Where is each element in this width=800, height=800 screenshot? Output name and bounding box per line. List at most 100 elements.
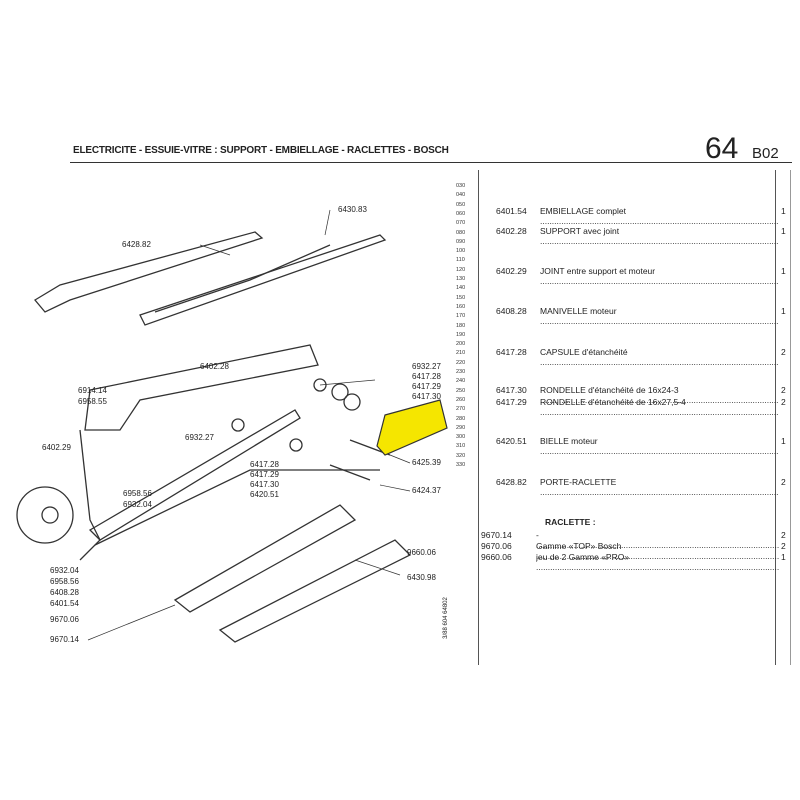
part-ref: 6402.29	[496, 266, 527, 276]
scale-tick: 210	[456, 350, 466, 357]
scale-tick: 300	[456, 434, 466, 441]
scale-tick: 230	[456, 369, 466, 375]
scale-tick: 070	[456, 220, 466, 227]
callout-label: 6424.37	[412, 486, 441, 495]
part-desc: RONDELLE d'étanchéité de 16x24-3	[540, 386, 779, 405]
scale-tick: 030	[456, 183, 466, 189]
table-left-border	[478, 170, 479, 665]
part-qty: 2	[781, 477, 786, 487]
callout-label: 9670.14	[50, 635, 79, 644]
part-desc: BIELLE moteur	[540, 437, 779, 456]
scale-tick: 240	[456, 378, 466, 385]
part-ref: 6402.28	[496, 226, 527, 236]
callout-label: 6401.54	[50, 599, 79, 608]
part-qty: 1	[781, 206, 786, 216]
scale-tick: 120	[456, 266, 466, 273]
scale-tick: 130	[456, 276, 466, 282]
callout-label: 6408.28	[50, 588, 79, 597]
part-ref: 6417.29	[496, 397, 527, 407]
callout-label: 6402.28	[200, 362, 229, 371]
scale-tick: 180	[456, 322, 466, 329]
part-ref: 6417.28	[496, 347, 527, 357]
part-desc: SUPPORT avec joint	[540, 227, 779, 246]
page-section: B02	[752, 145, 779, 162]
callout-label: 6430.83	[338, 205, 367, 214]
scale-tick: 330	[456, 462, 466, 468]
support-drawing	[84, 344, 319, 431]
callout-label: 9660.06	[407, 548, 436, 557]
raclette-row: 9660.06 jeu de 2 Gamme «PRO»	[481, 552, 779, 572]
part-desc: EMBIELLAGE complet	[540, 207, 779, 226]
part-qty: 2	[781, 541, 786, 551]
part-qty: 1	[781, 266, 786, 276]
wiper-blade-drawing	[139, 234, 387, 326]
part-ref: 6401.54	[496, 206, 527, 216]
callout-label: 6932.04	[50, 566, 79, 575]
callout-label: 6932.04	[123, 500, 152, 509]
part-qty: 1	[781, 226, 786, 236]
callout-label: 6914.14	[78, 386, 107, 395]
part-desc: MANIVELLE moteur	[540, 307, 779, 326]
highlighted-crank-part	[376, 399, 448, 456]
part-desc: RONDELLE d'étanchéité de 16x27,5-4	[540, 398, 779, 417]
raclette-heading: RACLETTE :	[545, 517, 596, 527]
scale-tick: 170	[456, 313, 466, 320]
part-desc: jeu de 2 Gamme «PRO»	[536, 553, 779, 572]
scale-tick: 220	[456, 359, 466, 366]
part-row: 6402.29 JOINT entre support et moteur	[496, 266, 779, 286]
scale-tick: 140	[456, 285, 466, 292]
page-title: ELECTRICITE - ESSUIE-VITRE : SUPPORT - E…	[73, 145, 449, 156]
part-row: 6402.28 SUPPORT avec joint	[496, 226, 779, 246]
callout-label: 6417.28	[250, 460, 279, 469]
scale-tick: 100	[456, 248, 466, 255]
raclette-row: 9670.06 Gamme «TOP» Bosch	[481, 541, 779, 561]
callout-label: 9670.06	[50, 615, 79, 624]
callout-label: 6958.56	[50, 577, 79, 586]
scale-tick: 090	[456, 238, 466, 245]
part-ref: 9670.06	[481, 541, 512, 551]
scale-tick: 050	[456, 201, 466, 208]
blade-package-2	[218, 539, 412, 643]
part-ref: 9670.14	[481, 530, 512, 540]
scale-tick: 110	[456, 257, 465, 264]
callout-label: 6425.39	[412, 458, 441, 467]
blade-package-1	[173, 504, 357, 613]
callout-label: 6958.55	[78, 397, 107, 406]
scale-tick: 040	[456, 192, 466, 199]
part-ref: 6417.30	[496, 385, 527, 395]
scale-tick: 270	[456, 406, 466, 413]
scale-tick: 290	[456, 424, 466, 431]
qty-column-border	[775, 170, 776, 665]
part-qty: 2	[781, 530, 786, 540]
part-desc: Gamme «TOP» Bosch	[536, 542, 779, 561]
part-qty: 1	[781, 306, 786, 316]
part-ref: 9660.06	[481, 552, 512, 562]
motor-drawing	[16, 486, 74, 544]
part-qty: 2	[781, 347, 786, 357]
part-desc: -	[536, 531, 779, 550]
part-qty: 2	[781, 397, 786, 407]
scale-tick: 260	[456, 396, 466, 403]
scale-tick: 280	[456, 415, 466, 422]
scale-tick: 160	[456, 303, 466, 310]
part-desc: PORTE-RACLETTE	[540, 478, 779, 497]
part-desc: JOINT entre support et moteur	[540, 267, 779, 286]
callout-label: 6428.82	[122, 240, 151, 249]
part-row: 6417.29 RONDELLE d'étanchéité de 16x27,5-…	[496, 397, 779, 417]
header-divider	[70, 162, 792, 163]
scale-tick: 320	[456, 452, 466, 459]
part-row: 6417.30 RONDELLE d'étanchéité de 16x24-3	[496, 385, 779, 405]
part-qty: 1	[781, 436, 786, 446]
raclette-row: 9670.14 -	[481, 530, 779, 550]
scale-tick: 060	[456, 210, 466, 217]
part-desc: CAPSULE d'étanchéité	[540, 348, 779, 367]
exploded-diagram	[16, 209, 448, 643]
callout-label: 6932.27	[412, 362, 441, 371]
part-row: 6401.54 EMBIELLAGE complet	[496, 206, 779, 226]
part-qty: 2	[781, 385, 786, 395]
part-qty: 1	[781, 552, 786, 562]
callout-label: 6958.56	[123, 489, 152, 498]
